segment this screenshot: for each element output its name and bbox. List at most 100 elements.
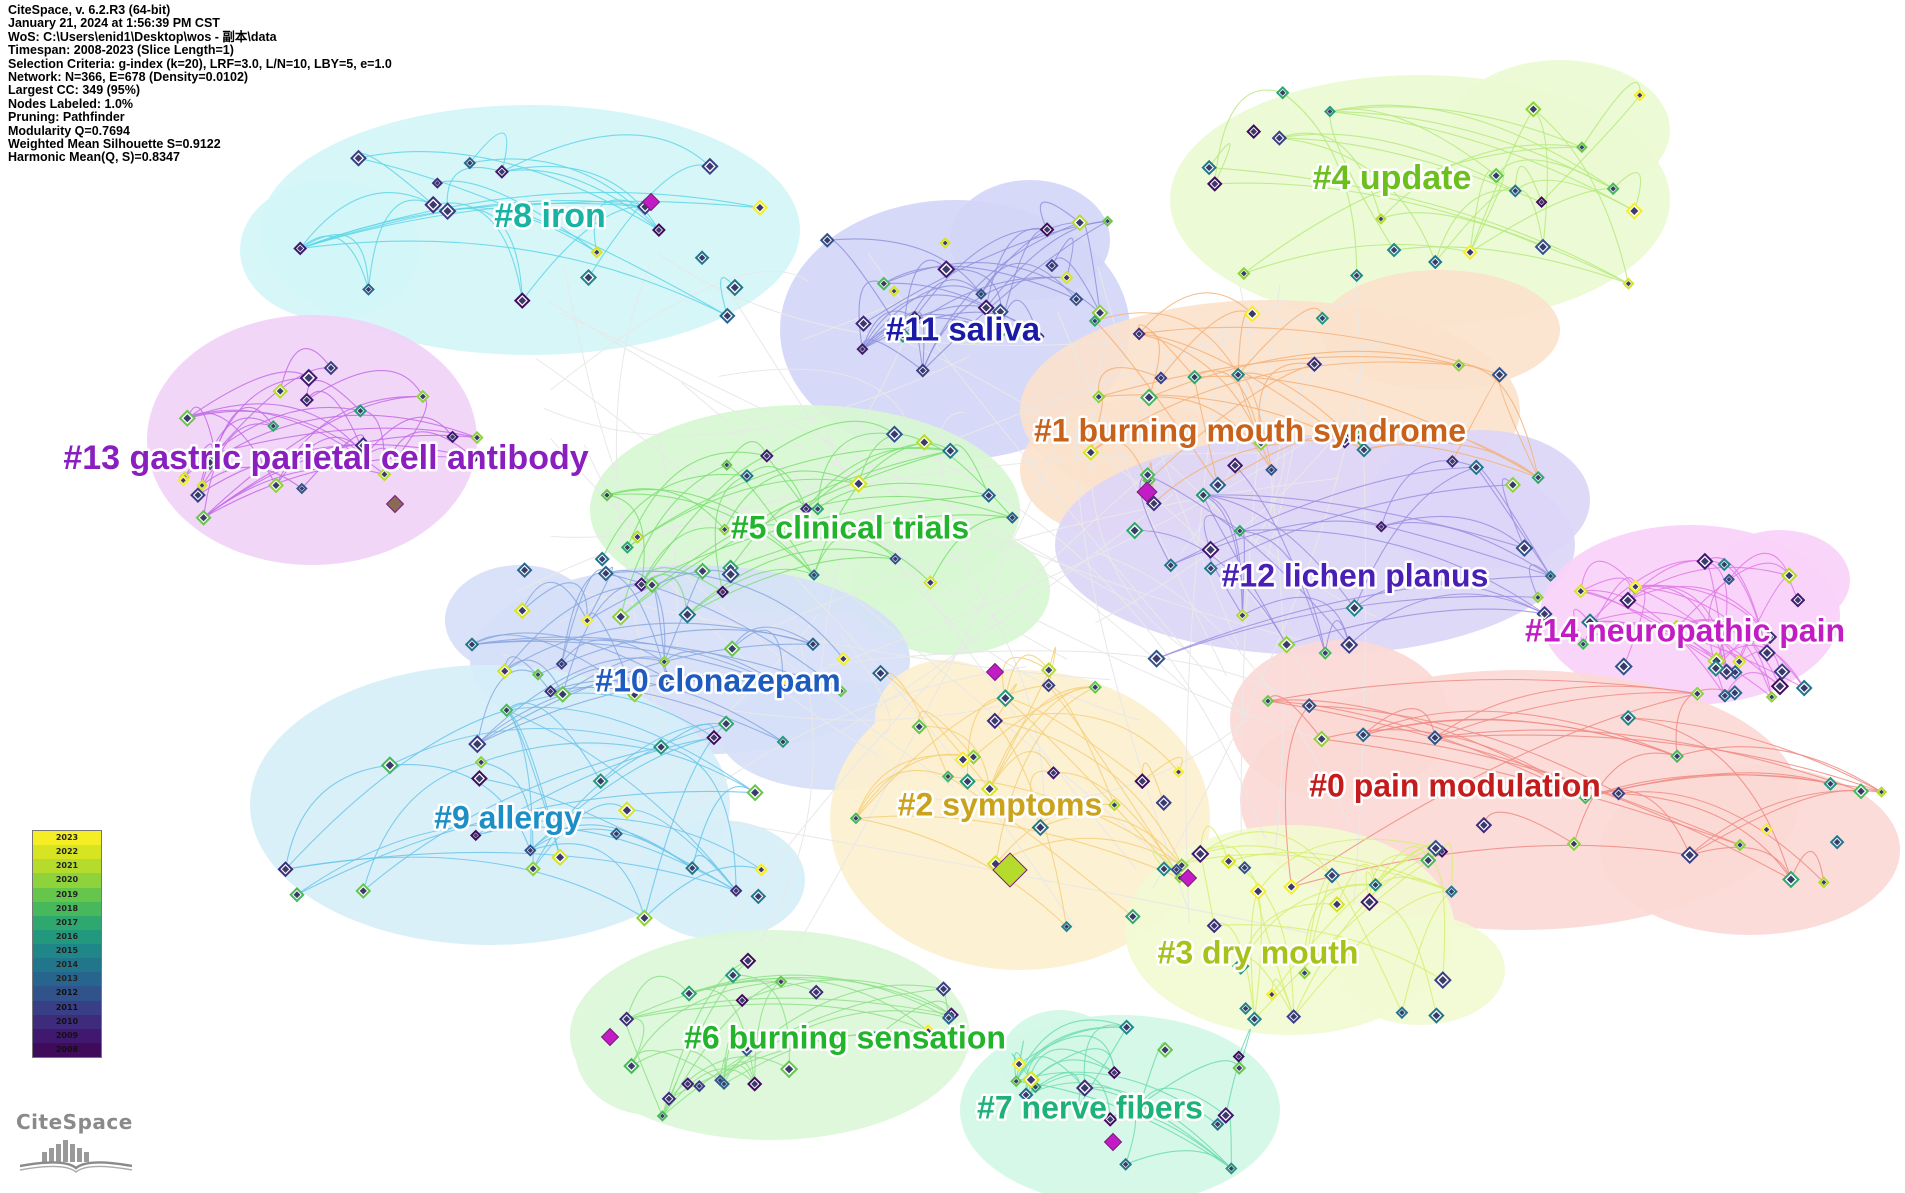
cluster-edges — [184, 81, 1882, 1169]
citation-node-core — [726, 570, 735, 579]
cluster-label-c12[interactable]: #12 lichen planus — [1219, 555, 1491, 596]
cluster-edge-c12 — [1234, 465, 1326, 654]
citation-node-core — [1766, 633, 1774, 641]
citation-node-core — [660, 1113, 665, 1119]
cluster-label-c14[interactable]: #14 neuropathic pain — [1522, 610, 1847, 651]
cluster-edge-c0 — [1267, 699, 1586, 799]
citation-node-core — [942, 265, 951, 274]
cluster-label-c2[interactable]: #2 symptoms — [895, 784, 1105, 825]
cluster-edge-c2 — [994, 720, 1068, 927]
background-edge — [842, 494, 1173, 732]
cluster-edge-c7 — [1013, 1052, 1032, 1082]
cluster-edge-c5 — [626, 451, 767, 548]
cluster-edge-c9 — [296, 790, 756, 896]
cluster-label-c3[interactable]: #3 dry mouth — [1155, 932, 1361, 973]
highlight-node[interactable] — [1103, 1132, 1123, 1152]
highlight-node[interactable] — [985, 662, 1005, 682]
cluster-edge-c10 — [476, 669, 539, 745]
cluster-label-c5[interactable]: #5 clinical trials — [728, 507, 971, 548]
cluster-edge-c1 — [1148, 396, 1272, 471]
citation-node-core — [1257, 439, 1265, 447]
cluster-edge-c4 — [1380, 212, 1544, 248]
background-edge — [827, 650, 1279, 692]
cluster-edge-c10 — [521, 581, 588, 621]
cluster-edge-c9 — [529, 737, 715, 851]
highlight-node[interactable] — [992, 852, 1028, 888]
citation-node-core — [1213, 481, 1222, 489]
cluster-edge-c11 — [883, 282, 1039, 337]
citation-node-core — [758, 866, 765, 873]
citation-node-core — [1432, 1011, 1441, 1020]
highlight-node[interactable] — [1136, 481, 1158, 503]
citation-node-core — [683, 610, 692, 619]
cluster-edge-c13 — [306, 390, 366, 457]
citation-node-core — [604, 492, 610, 498]
citation-node-core — [899, 331, 907, 339]
background-edge — [1269, 343, 1385, 528]
citation-node-core — [1221, 1111, 1230, 1120]
cluster-label-c0[interactable]: #0 pain modulation — [1307, 765, 1604, 806]
cluster-label-c10[interactable]: #10 clonazepam — [593, 660, 843, 701]
cluster-edge-c6 — [626, 980, 817, 1020]
cluster-label-c1[interactable]: #1 burning mouth syndrome — [1031, 410, 1468, 451]
cluster-edge-c13 — [364, 416, 453, 457]
citation-node-core — [1092, 318, 1098, 324]
cluster-edge-c10 — [477, 679, 783, 745]
legend-year-2019: 2019 — [33, 887, 101, 902]
cluster-edge-c2 — [855, 753, 974, 819]
cluster-edge-c1 — [1138, 292, 1253, 335]
cluster-label-c7[interactable]: #7 nerve fibers — [975, 1087, 1206, 1128]
highlight-node[interactable] — [641, 192, 661, 212]
citation-node-core — [859, 346, 865, 352]
cluster-edge-c12 — [1147, 474, 1350, 646]
cluster-edge-c11 — [902, 259, 947, 336]
cluster-edge-c5 — [606, 493, 815, 576]
cluster-edge-c5 — [746, 465, 807, 510]
cluster-label-c8[interactable]: #8 iron — [492, 194, 608, 237]
citation-node-core — [598, 555, 606, 563]
citation-node-core — [1821, 879, 1827, 885]
citation-node-core — [527, 847, 533, 854]
cluster-edge-c0 — [1309, 705, 1619, 795]
citation-node-core — [698, 567, 707, 576]
citation-node-core — [602, 569, 610, 578]
citation-node-core — [1455, 362, 1462, 369]
citation-node-core — [1520, 543, 1529, 553]
cluster-edge-c10 — [471, 634, 635, 696]
cluster-edge-c1 — [1094, 312, 1239, 376]
cluster-label-c13[interactable]: #13 gastric parietal cell antibody — [61, 436, 591, 479]
cluster-label-c4[interactable]: #4 update — [1310, 156, 1474, 199]
cluster-label-c6[interactable]: #6 burning sensation — [682, 1017, 1009, 1058]
citation-node-core — [722, 526, 728, 533]
cluster-edge-c12 — [1354, 581, 1545, 615]
legend-year-2022: 2022 — [33, 845, 101, 860]
cluster-edge-c9 — [284, 764, 390, 870]
citation-node-core — [1236, 1064, 1243, 1071]
citation-node-core — [1106, 1116, 1114, 1123]
highlight-node[interactable] — [385, 494, 405, 514]
cluster-label-c9[interactable]: #9 allergy — [432, 797, 585, 838]
citation-node-core — [471, 455, 477, 461]
highlight-node[interactable] — [1178, 868, 1198, 888]
legend-year-2012: 2012 — [33, 986, 101, 1001]
cluster-edge-c2 — [1005, 697, 1181, 879]
cluster-label-c11[interactable]: #11 saliva — [883, 308, 1043, 350]
cluster-edge-c3 — [1293, 891, 1452, 1017]
citation-node-core — [1236, 1053, 1242, 1060]
cluster-edge-c9 — [389, 727, 662, 766]
cluster-edge-c10 — [521, 582, 588, 621]
citation-node-core — [978, 291, 984, 297]
cluster-edge-c2 — [994, 720, 1183, 866]
highlight-node[interactable] — [600, 1027, 620, 1047]
cluster-edge-c4 — [1612, 172, 1642, 212]
citation-node-core — [299, 486, 305, 491]
cluster-edge-c3 — [1401, 891, 1452, 1013]
citation-node-core — [1344, 640, 1354, 650]
citation-node-core — [1240, 270, 1247, 277]
cluster-edge-c11 — [862, 305, 987, 350]
cluster-edge-c10 — [731, 629, 784, 686]
cluster-edge-c0 — [1628, 717, 1882, 793]
cluster-edge-c5 — [730, 514, 1013, 569]
citation-node-core — [959, 755, 967, 764]
citation-node-core — [1365, 897, 1374, 907]
